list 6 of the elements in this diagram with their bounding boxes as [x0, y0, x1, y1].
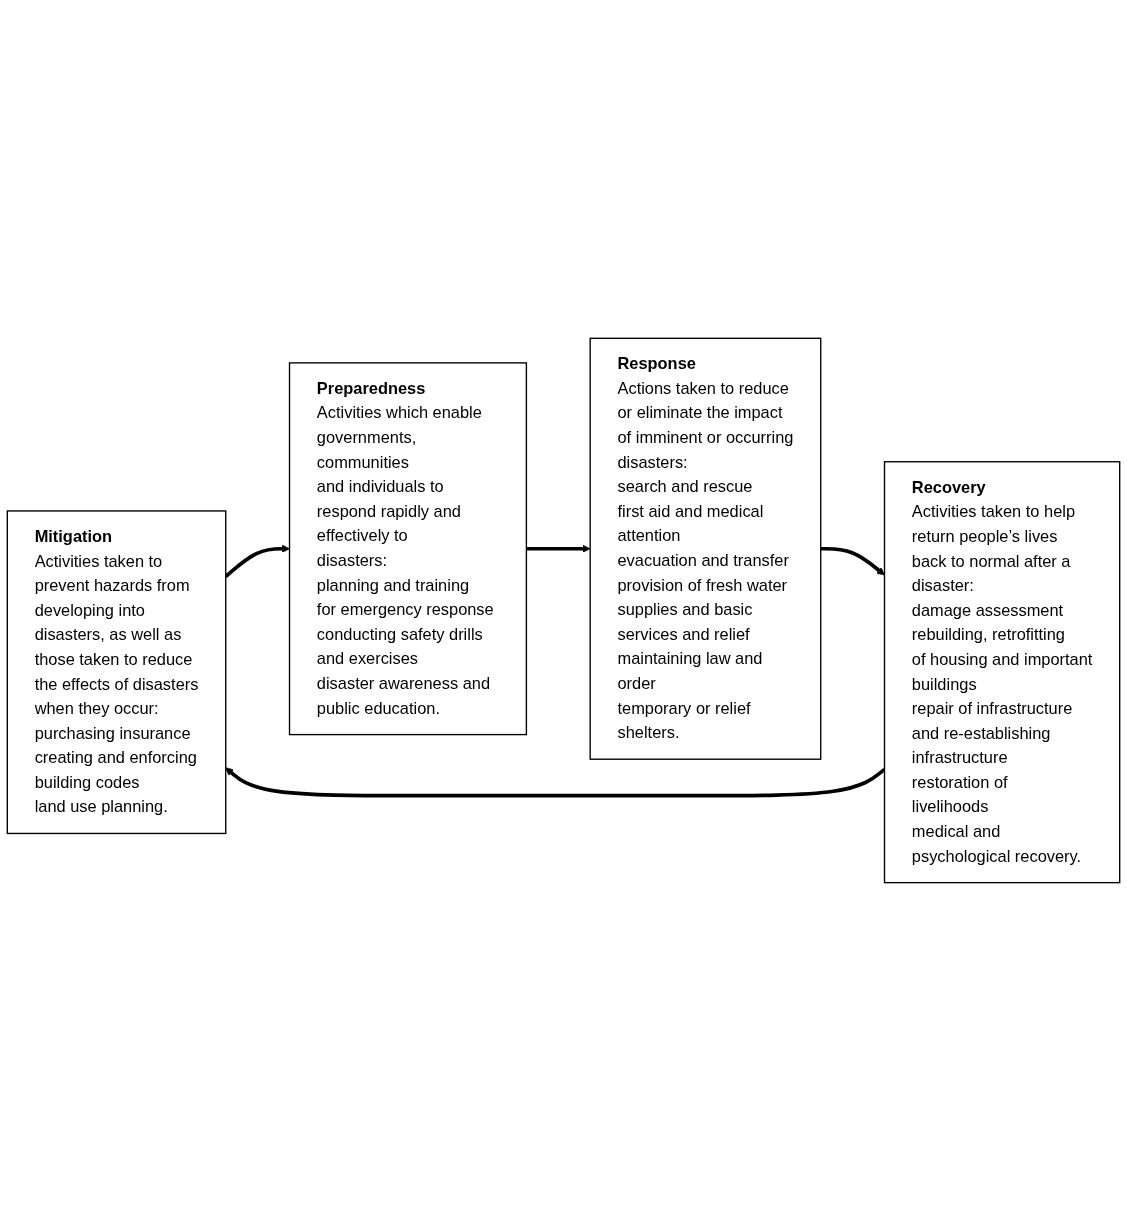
arrow — [820, 546, 885, 575]
node-box: Recovery Activities taken to help return people’s lives back to normal after a disaster: damage assessment rebuilding, retrofitting of housing and important buildings repair of infrastructure and re-establishing infrastructure restoration of livelihoods medical and psychological recovery. — [883, 460, 1121, 883]
node-box: Response Actions taken to reduce or eliminate the impact of imminent or occurring disasters: search and rescue first aid and medical attention evacuation and transfer provision of fresh water supplies and basic services and relief maintaining law and order temporary or relief shelters. — [589, 337, 822, 760]
arrow — [526, 544, 591, 553]
node-box: Preparedness Activities which enable governments, communities and individuals to respond rapidly and effectively to disasters: planning and training for emergency response conducting safety drills and exercises disaster awareness and public education. — [288, 361, 528, 735]
node-box: Mitigation Activities taken to prevent hazards from developing into disasters, as well as those taken to reduce the effects of disasters when they occur: purchasing insurance creating and enforcing building codes land use planning. — [6, 509, 227, 834]
